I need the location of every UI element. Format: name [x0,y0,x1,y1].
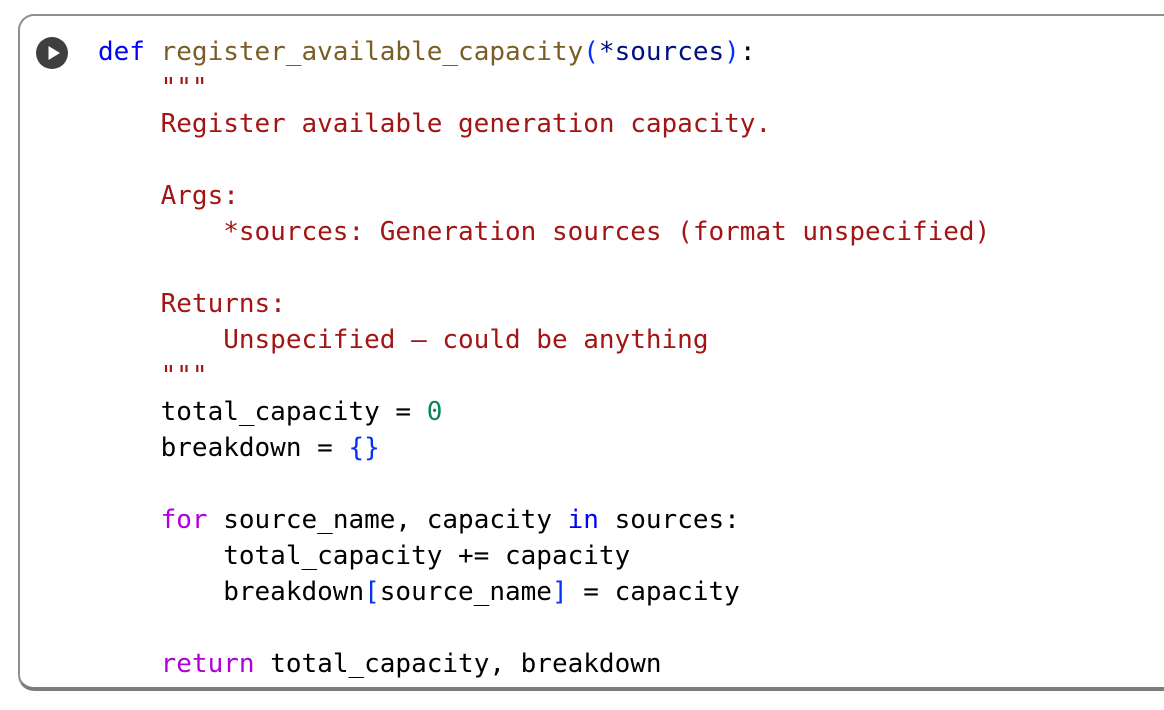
code-line: return total_capacity, breakdown [160,649,662,679]
code-line: for source_name, capacity in sources: [160,505,740,535]
code-line: Args: [98,181,239,211]
play-icon [36,37,68,69]
code-block: def register_available_capacity(*sources… [98,16,1014,692]
code-line: total_capacity = 0 [98,397,443,427]
code-line: def register_available_capacity(*sources… [98,37,756,67]
code-line: """ [98,361,208,391]
code-line: total_capacity += capacity [98,541,631,571]
code-line: breakdown[source_name] = capacity [98,577,740,607]
code-line: Register available generation capacity. [98,109,772,139]
code-line [98,466,990,502]
code-cell-card: def register_available_capacity(*sources… [18,14,1164,691]
code-line: breakdown = {} [98,433,380,463]
code-line: """ [98,73,208,103]
code-line [98,610,990,646]
code-line: Unspecified — could be anything [98,325,709,355]
code-line: Returns: [98,289,286,319]
code-line [98,250,990,286]
code-line: *sources: Generation sources (format uns… [98,217,991,247]
run-cell-button[interactable] [36,37,68,69]
code-line [98,142,990,178]
